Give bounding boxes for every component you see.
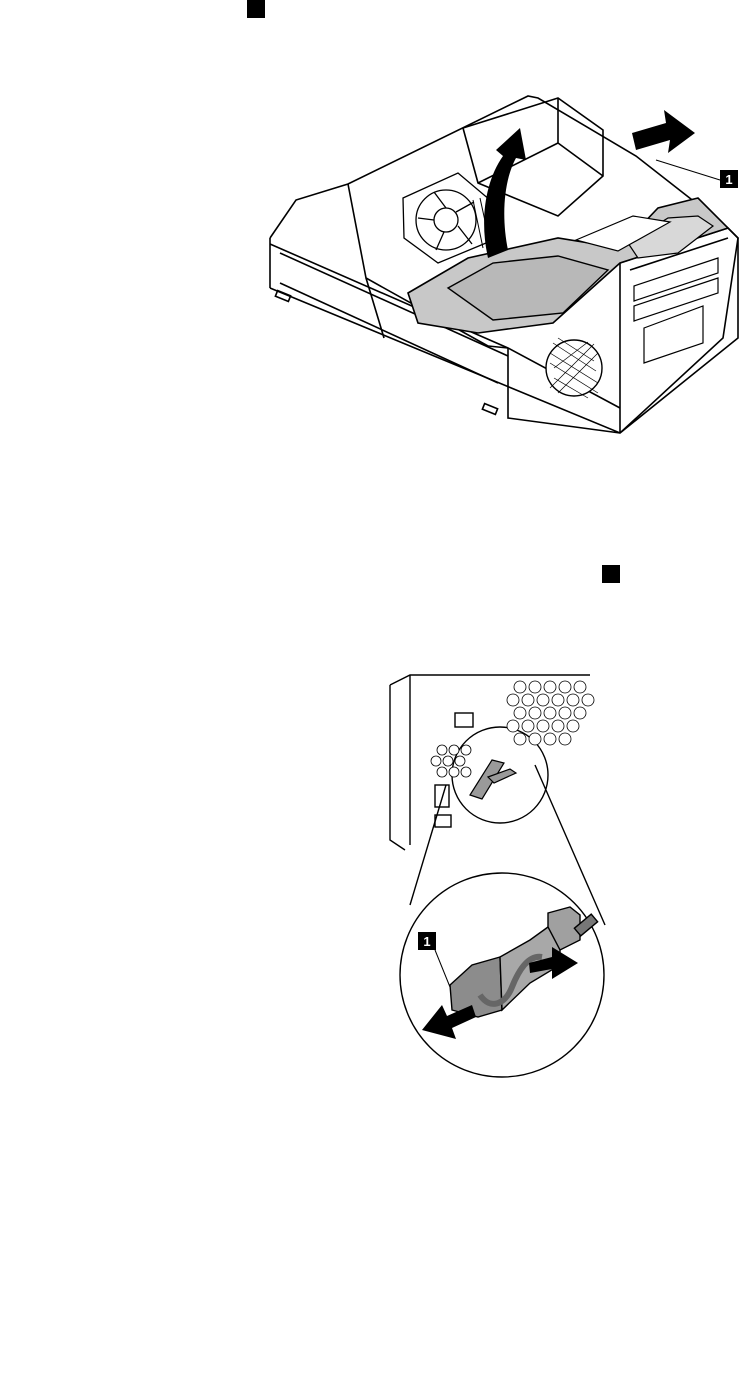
step-marker-square	[247, 0, 265, 18]
push-arrow-icon	[632, 110, 695, 153]
lift-arrow-icon	[484, 128, 526, 258]
latch-detail-illustration: 1	[380, 665, 620, 1085]
callout-label: 1	[423, 934, 430, 949]
chassis-drive-cage-illustration: 1	[258, 88, 742, 438]
push-arrow-icon	[422, 1005, 476, 1039]
step-marker-square	[602, 565, 620, 583]
callout-label: 1	[725, 172, 732, 187]
